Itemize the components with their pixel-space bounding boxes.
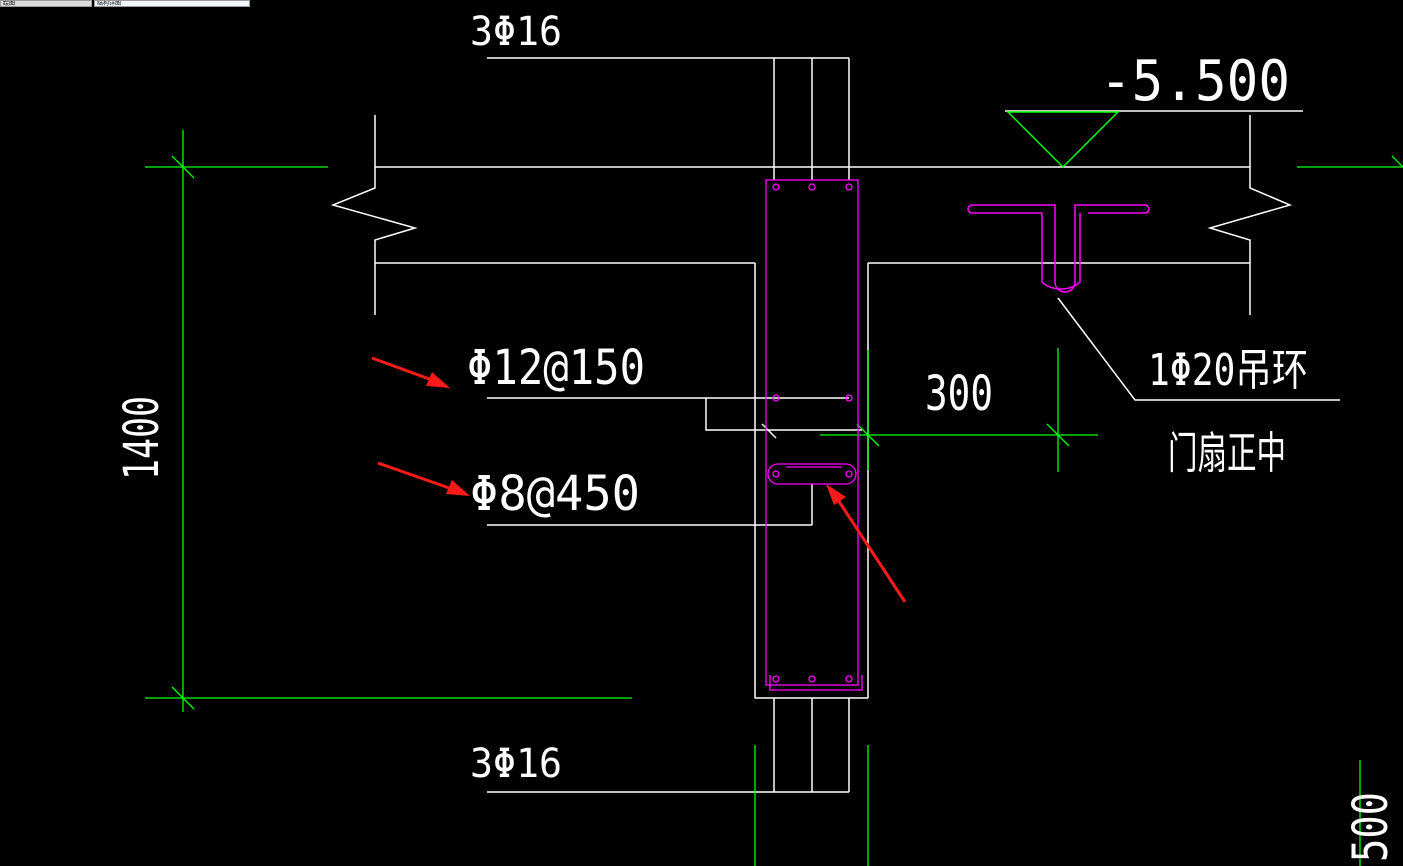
dimension-1400-label: 1400 xyxy=(114,396,170,480)
tie-bar-label: Φ8@450 xyxy=(470,466,640,522)
door-leaf-center-label: 门扇正中 xyxy=(1168,428,1286,479)
tab-drawing[interactable]: 绘图 xyxy=(0,0,92,7)
bottom-bars-label: 3Φ16 xyxy=(470,741,562,787)
tab-label: 结构详图 xyxy=(97,0,122,7)
top-bars-label: 3Φ16 xyxy=(470,9,562,55)
tab-label: 绘图 xyxy=(3,0,16,7)
rebar-cage xyxy=(765,179,863,691)
red-callout-arrows xyxy=(371,356,907,603)
tab-detail[interactable]: 结构详图 xyxy=(94,0,250,7)
lifting-ring-label: 1Φ20吊环 xyxy=(1148,345,1308,396)
dimension-300-label: 300 xyxy=(925,366,993,422)
document-tab-bar: 绘图 结构详图 xyxy=(0,0,1403,8)
structure-lines xyxy=(330,57,1340,793)
elevation-marker xyxy=(1006,111,1120,169)
dimension-500-label: 500 xyxy=(1343,792,1399,862)
elevation-label: -5.500 xyxy=(1100,49,1290,114)
lifting-ring xyxy=(967,204,1150,293)
dimension-lines xyxy=(145,130,1403,866)
stirrup-label: Φ12@150 xyxy=(467,340,645,396)
